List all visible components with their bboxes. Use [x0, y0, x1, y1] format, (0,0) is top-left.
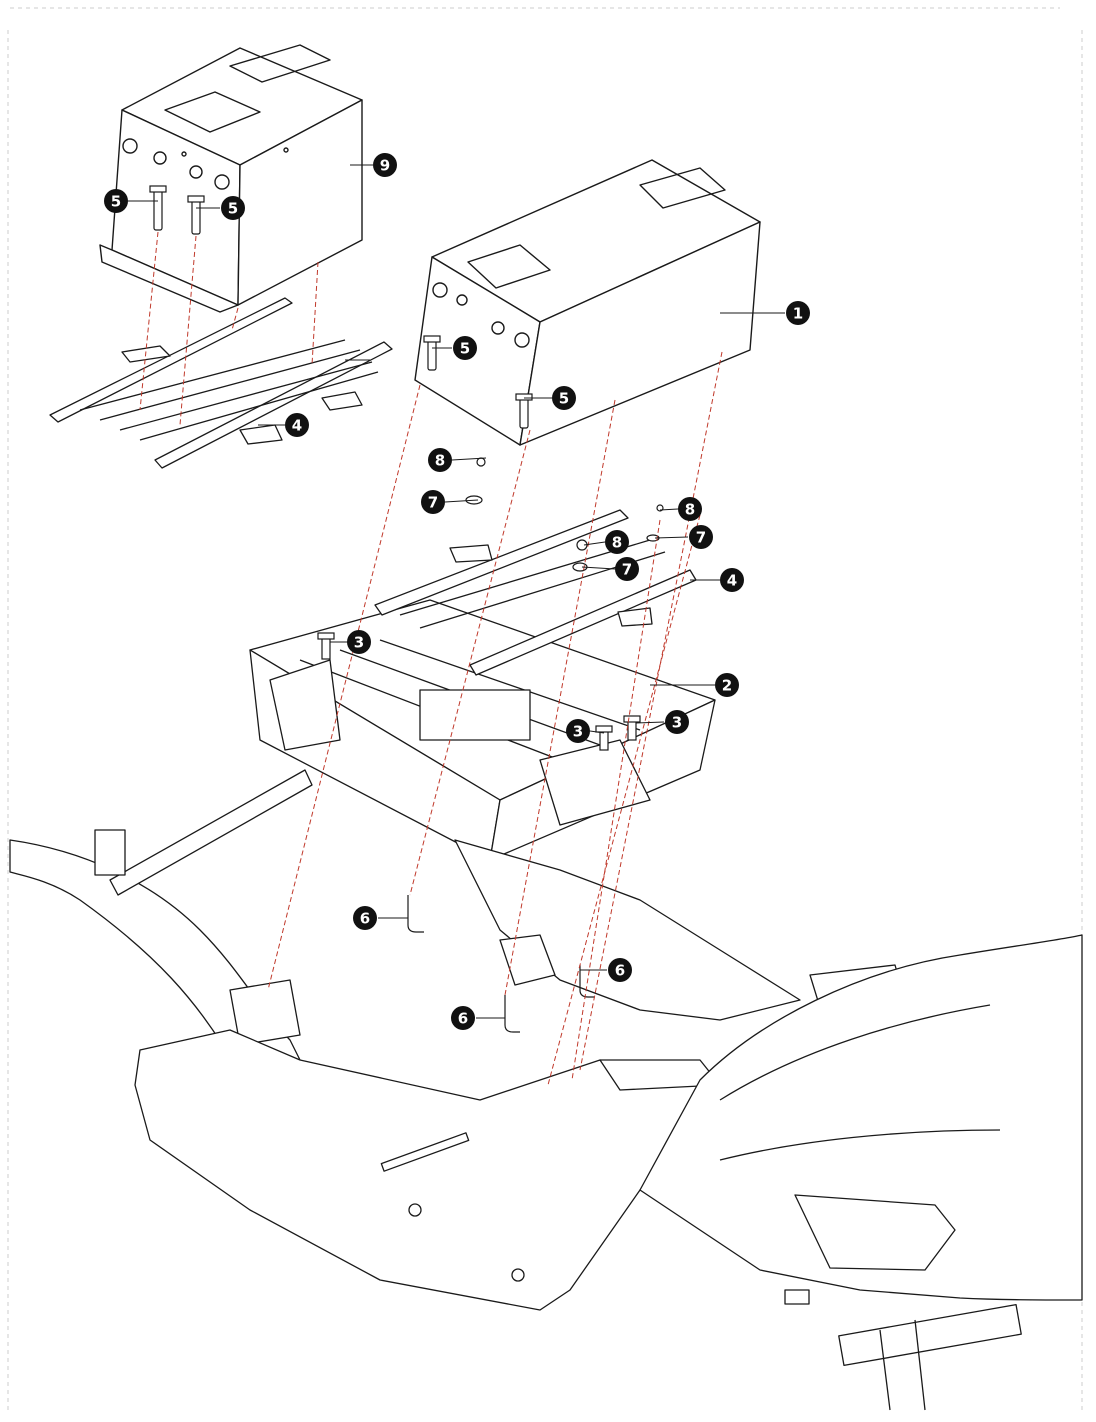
callout-3-tray-left: 3: [347, 630, 371, 654]
battery-small: [99, 44, 363, 313]
svg-text:3: 3: [573, 723, 583, 741]
callout-9: 9: [373, 153, 397, 177]
svg-text:8: 8: [612, 534, 622, 552]
svg-text:7: 7: [696, 529, 706, 547]
svg-text:7: 7: [428, 494, 438, 512]
hardware-parts: [149, 185, 664, 1033]
callout-leaders: [128, 164, 785, 1019]
svg-text:5: 5: [559, 390, 569, 408]
svg-text:5: 5: [111, 193, 121, 211]
svg-text:7: 7: [622, 561, 632, 579]
svg-text:4: 4: [292, 417, 302, 435]
mounting-tray-small: [49, 297, 393, 469]
callout-1: 1: [786, 301, 810, 325]
battery-large: [414, 159, 761, 446]
mounting-tray-large: [374, 509, 697, 676]
callout-4-large-tray: 4: [720, 568, 744, 592]
callout-8-mid: 8: [605, 530, 629, 554]
callout-6-left: 6: [353, 906, 377, 930]
callout-6-center: 6: [451, 1006, 475, 1030]
callout-5-large-right: 5: [552, 386, 576, 410]
callout-5-small-left: 5: [104, 189, 128, 213]
svg-text:3: 3: [354, 634, 364, 652]
callout-4-small-tray: 4: [285, 413, 309, 437]
svg-text:6: 6: [360, 910, 370, 928]
callout-7-left: 7: [421, 490, 445, 514]
callout-markers: 1 2 3 3 3 4 4 5 5 5 5 6 6 6 7 7 7 8 8 8 …: [104, 153, 810, 1030]
callout-6-right: 6: [608, 958, 632, 982]
svg-text:8: 8: [685, 501, 695, 519]
callout-5-small-right: 5: [221, 196, 245, 220]
callout-5-large-left: 5: [453, 336, 477, 360]
callout-7-right: 7: [689, 525, 713, 549]
svg-text:6: 6: [615, 962, 625, 980]
svg-text:3: 3: [672, 714, 682, 732]
svg-text:6: 6: [458, 1010, 468, 1028]
callout-3-tray-right: 3: [665, 710, 689, 734]
svg-text:4: 4: [727, 572, 737, 590]
page-border: [7, 7, 1083, 1410]
callout-8-right: 8: [678, 497, 702, 521]
callout-8-left: 8: [428, 448, 452, 472]
svg-text:9: 9: [380, 157, 390, 175]
svg-text:5: 5: [460, 340, 470, 358]
callout-3-tray-mid: 3: [566, 719, 590, 743]
svg-text:2: 2: [722, 677, 732, 695]
alignment-lines: [139, 231, 723, 1086]
callout-7-mid: 7: [615, 557, 639, 581]
callout-2: 2: [715, 673, 739, 697]
svg-text:5: 5: [228, 200, 238, 218]
svg-text:8: 8: [435, 452, 445, 470]
vehicle-chassis: [9, 769, 1083, 1411]
svg-text:1: 1: [793, 305, 803, 323]
